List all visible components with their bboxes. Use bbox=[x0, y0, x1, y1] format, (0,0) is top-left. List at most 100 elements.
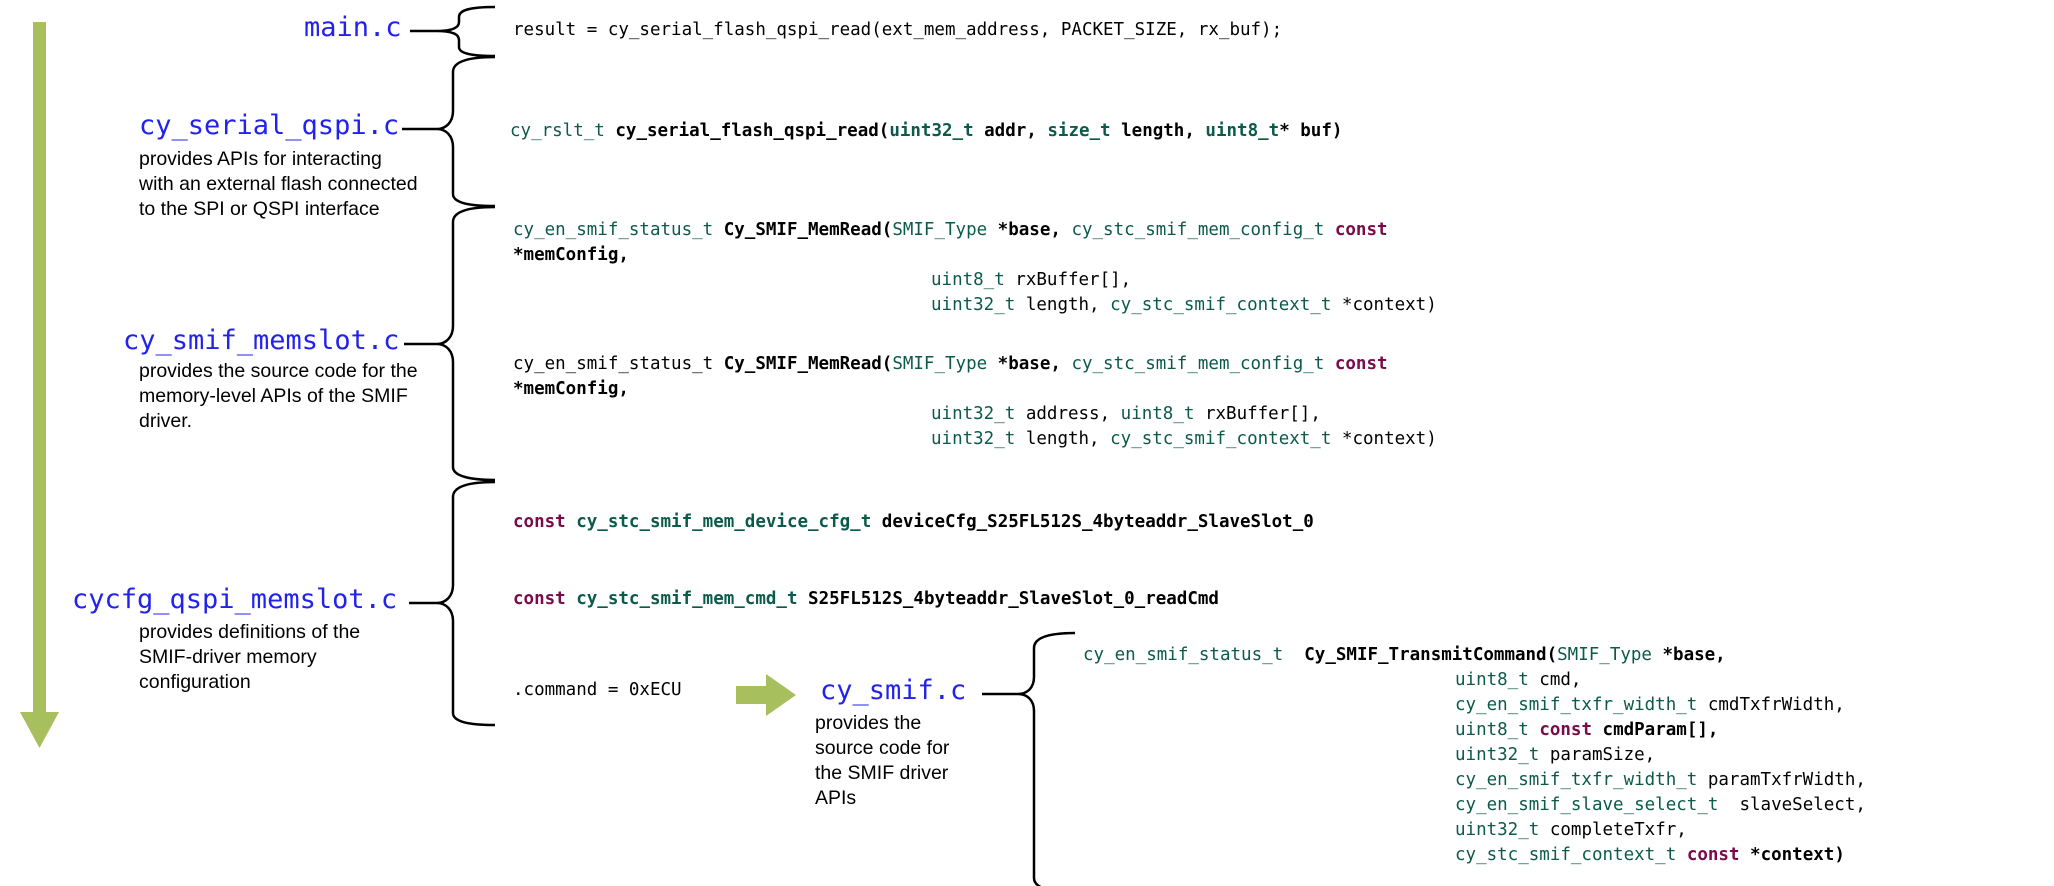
code-line: cy_stc_smif_context_t const *context) bbox=[1083, 843, 1866, 868]
code-token: *context) bbox=[1331, 429, 1437, 449]
code-token: *context) bbox=[1331, 295, 1437, 315]
code-token: length, bbox=[1110, 121, 1206, 141]
code-line: cy_en_smif_txfr_width_t paramTxfrWidth, bbox=[1083, 768, 1866, 793]
call-right-arrow bbox=[736, 674, 796, 716]
code-line: cy_en_smif_slave_select_t slaveSelect, bbox=[1083, 793, 1866, 818]
code-token: const bbox=[513, 512, 566, 532]
code-token: Cy_SMIF_MemRead( bbox=[723, 354, 893, 374]
code-token: const bbox=[1686, 845, 1740, 865]
code-token: uint32_t bbox=[1455, 745, 1540, 765]
code-line: uint32_t address, uint8_t rxBuffer[], bbox=[513, 402, 1437, 427]
file-name-serial-qspi: cy_serial_qspi.c bbox=[139, 110, 400, 141]
code-token: paramTxfrWidth, bbox=[1697, 770, 1866, 790]
code-token: *base, bbox=[987, 220, 1072, 240]
code-token: cy_serial_flash_qspi_read( bbox=[615, 121, 890, 141]
code-token: cy_en_smif_txfr_width_t bbox=[1455, 770, 1698, 790]
code-token: uint32_t bbox=[931, 429, 1016, 449]
code-transmit-command-signature: cy_en_smif_status_t Cy_SMIF_TransmitComm… bbox=[1083, 643, 1866, 868]
code-main-call: result = cy_serial_flash_qspi_read(ext_m… bbox=[513, 20, 1283, 40]
code-token: length, bbox=[1015, 429, 1111, 449]
code-line: cy_en_smif_status_t Cy_SMIF_MemRead(SMIF… bbox=[513, 218, 1437, 243]
description-smif-memslot: provides the source code for the memory-… bbox=[139, 360, 418, 432]
brace-cycfg bbox=[436, 480, 496, 727]
code-line: cy_en_smif_txfr_width_t cmdTxfrWidth, bbox=[1083, 693, 1866, 718]
file-name-smif: cy_smif.c bbox=[820, 675, 967, 706]
code-token: slaveSelect, bbox=[1718, 795, 1866, 815]
code-token: cy_rslt_t bbox=[510, 121, 605, 141]
code-line: uint32_t length, cy_stc_smif_context_t *… bbox=[513, 427, 1437, 452]
code-line: *memConfig, bbox=[513, 379, 629, 399]
code-token: cy_en_smif_status_t bbox=[1083, 645, 1284, 665]
brace-serial bbox=[436, 55, 496, 208]
description-smif: provides the source code for the SMIF dr… bbox=[815, 712, 950, 809]
code-token: uint8_t bbox=[1120, 404, 1195, 424]
code-line: cy_en_smif_status_t Cy_SMIF_TransmitComm… bbox=[1083, 643, 1866, 668]
code-token: const bbox=[1334, 220, 1388, 240]
brace-smif bbox=[1017, 631, 1076, 886]
code-token: cy_en_smif_txfr_width_t bbox=[1455, 695, 1698, 715]
code-token: cy_stc_smif_context_t bbox=[1455, 845, 1677, 865]
code-line: uint8_t const cmdParam[], bbox=[1083, 718, 1866, 743]
code-serial-read-signature: cy_rslt_t cy_serial_flash_qspi_read(uint… bbox=[510, 119, 1342, 144]
code-token: * buf) bbox=[1279, 121, 1343, 141]
code-memread-signature-2: cy_en_smif_status_t Cy_SMIF_MemRead(SMIF… bbox=[513, 352, 1437, 452]
code-token: uint32_t bbox=[1455, 820, 1540, 840]
code-token: uint8_t bbox=[1455, 670, 1529, 690]
code-token: completeTxfr, bbox=[1539, 820, 1687, 840]
code-token: rxBuffer[], bbox=[1004, 270, 1132, 290]
code-token: SMIF_Type bbox=[1557, 645, 1652, 665]
code-line: uint32_t completeTxfr, bbox=[1083, 818, 1866, 843]
code-token: const bbox=[1334, 354, 1388, 374]
code-token: size_t bbox=[1047, 121, 1111, 141]
code-token: cy_stc_smif_mem_device_cfg_t bbox=[576, 512, 872, 532]
code-token: cy_stc_smif_context_t bbox=[1110, 429, 1332, 449]
code-token: S25FL512S_4byteaddr_SlaveSlot_0_readCmd bbox=[808, 589, 1219, 609]
file-name-main: main.c bbox=[304, 12, 402, 43]
code-token: paramSize, bbox=[1539, 745, 1656, 765]
code-token: rxBuffer[], bbox=[1194, 404, 1321, 424]
code-token: cmdParam[], bbox=[1592, 720, 1719, 740]
code-line: cy_en_smif_status_t Cy_SMIF_MemRead(SMIF… bbox=[513, 352, 1437, 377]
code-token: uint32_t bbox=[931, 404, 1016, 424]
code-token: SMIF_Type bbox=[892, 220, 988, 240]
brace-memslot bbox=[436, 205, 496, 482]
file-name-cycfg-qspi-memslot: cycfg_qspi_memslot.c bbox=[72, 584, 398, 615]
code-line: uint8_t cmd, bbox=[1083, 668, 1866, 693]
code-token: Cy_SMIF_MemRead( bbox=[723, 220, 893, 240]
code-token: deviceCfg_S25FL512S_4byteaddr_SlaveSlot_… bbox=[881, 512, 1314, 532]
code-line: uint8_t rxBuffer[], bbox=[513, 268, 1437, 293]
code-token: *base, bbox=[987, 354, 1072, 374]
code-token: SMIF_Type bbox=[892, 354, 988, 374]
code-token: *base, bbox=[1651, 645, 1726, 665]
brace-main bbox=[436, 5, 496, 58]
code-token: addr, bbox=[973, 121, 1048, 141]
code-token: Cy_SMIF_TransmitCommand( bbox=[1304, 645, 1558, 665]
code-line: *memConfig, bbox=[513, 245, 629, 265]
code-token: uint32_t bbox=[931, 295, 1016, 315]
file-name-smif-memslot: cy_smif_memslot.c bbox=[123, 325, 400, 356]
description-serial-qspi: provides APIs for interacting with an ex… bbox=[139, 148, 418, 220]
code-read-command: const cy_stc_smif_mem_cmd_t S25FL512S_4b… bbox=[513, 587, 1219, 612]
code-token: cmd, bbox=[1528, 670, 1582, 690]
code-token: cy_stc_smif_mem_config_t bbox=[1071, 220, 1325, 240]
code-token: const bbox=[1539, 720, 1592, 740]
code-token: cy_en_smif_status_t bbox=[513, 220, 714, 240]
description-cycfg-qspi-memslot: provides definitions of the SMIF-driver … bbox=[139, 621, 361, 693]
code-token: cy_stc_smif_context_t bbox=[1110, 295, 1332, 315]
code-token: uint32_t bbox=[889, 121, 974, 141]
code-line: uint32_t length, cy_stc_smif_context_t *… bbox=[513, 293, 1437, 318]
code-token: uint8_t bbox=[931, 270, 1005, 290]
code-command-value: .command = 0xECU bbox=[513, 680, 682, 700]
flow-down-arrow bbox=[20, 22, 59, 748]
code-line: uint32_t paramSize, bbox=[1083, 743, 1866, 768]
code-token: length, bbox=[1015, 295, 1111, 315]
code-device-config: const cy_stc_smif_mem_device_cfg_t devic… bbox=[513, 510, 1314, 535]
code-token: cy_stc_smif_mem_config_t bbox=[1071, 354, 1325, 374]
code-token: cy_stc_smif_mem_cmd_t bbox=[576, 589, 798, 609]
code-token: *context) bbox=[1739, 845, 1845, 865]
code-token: const bbox=[513, 589, 566, 609]
code-token: cy_en_smif_status_t bbox=[513, 354, 714, 374]
code-token: address, bbox=[1015, 404, 1121, 424]
